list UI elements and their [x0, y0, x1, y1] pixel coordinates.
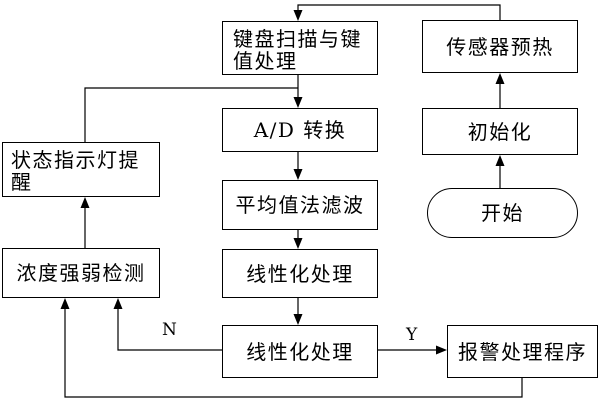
edge-yes-to-alarm — [378, 345, 447, 355]
arrowhead-down — [293, 10, 303, 21]
edge-preheat-to-keyboard — [293, 4, 501, 21]
edge-label-yes: Y — [406, 325, 418, 345]
edge-detect-to-status — [80, 197, 90, 248]
node-start: 开始 — [427, 188, 578, 238]
node-label: 线性化处理 — [246, 261, 354, 286]
node-label: 浓度强弱检测 — [16, 261, 146, 285]
connector-line — [84, 87, 298, 142]
edge-ad-to-filter — [293, 152, 303, 180]
arrowhead-up — [80, 197, 90, 208]
edge-no-to-detect — [113, 298, 222, 351]
edge-filter-to-linearize-1 — [293, 230, 303, 249]
edge-keyboard-to-ad — [293, 75, 303, 108]
edge-label-no: N — [162, 320, 177, 340]
node-label: 报警处理程序 — [458, 339, 587, 364]
node-sensor-preheat: 传感器预热 — [422, 20, 578, 73]
edge-linearize-1-to-linearize-2 — [293, 298, 303, 325]
node-label: A/D 转换 — [253, 118, 347, 142]
node-initialize: 初始化 — [422, 108, 578, 155]
node-concentration-detect: 浓度强弱检测 — [2, 248, 160, 298]
connector-line — [297, 4, 501, 20]
arrowhead-up — [495, 155, 505, 166]
node-label: 线性化处理 — [246, 339, 354, 364]
arrowhead-up — [113, 298, 123, 309]
node-label: 平均值法滤波 — [235, 193, 365, 217]
arrowhead-down — [293, 314, 303, 325]
edge-status-feedback-to-ad — [84, 87, 298, 142]
arrowhead-down — [293, 97, 303, 108]
node-label-line-2: 醒 — [11, 169, 33, 194]
node-label-line-1: 键盘扫描与键 — [233, 26, 362, 51]
node-label: 传感器预热 — [446, 34, 554, 59]
node-status-light: 状态指示灯提 醒 — [2, 142, 160, 197]
connector-line — [64, 308, 523, 398]
node-average-filter: 平均值法滤波 — [222, 180, 378, 230]
edge-init-to-preheat — [495, 73, 505, 108]
arrowhead-up — [60, 298, 70, 309]
node-label: 初始化 — [467, 119, 533, 144]
edge-start-to-init — [495, 155, 505, 188]
node-keyboard-scan: 键盘扫描与键 值处理 — [222, 21, 378, 75]
node-label: 开始 — [481, 201, 524, 225]
node-ad-convert: A/D 转换 — [222, 108, 378, 152]
arrowhead-down — [293, 238, 303, 249]
arrowhead-up — [495, 73, 505, 84]
connector-line — [117, 308, 222, 351]
node-alarm-handler: 报警处理程序 — [447, 325, 598, 378]
edge-alarm-loop-to-detect — [60, 298, 523, 398]
node-label-line-1: 状态指示灯提 — [11, 147, 140, 172]
node-linearize-1: 线性化处理 — [222, 249, 378, 298]
node-label-line-2: 值处理 — [233, 48, 298, 73]
node-linearize-2: 线性化处理 — [222, 325, 378, 378]
arrowhead-right — [436, 345, 447, 355]
arrowhead-down — [293, 169, 303, 180]
